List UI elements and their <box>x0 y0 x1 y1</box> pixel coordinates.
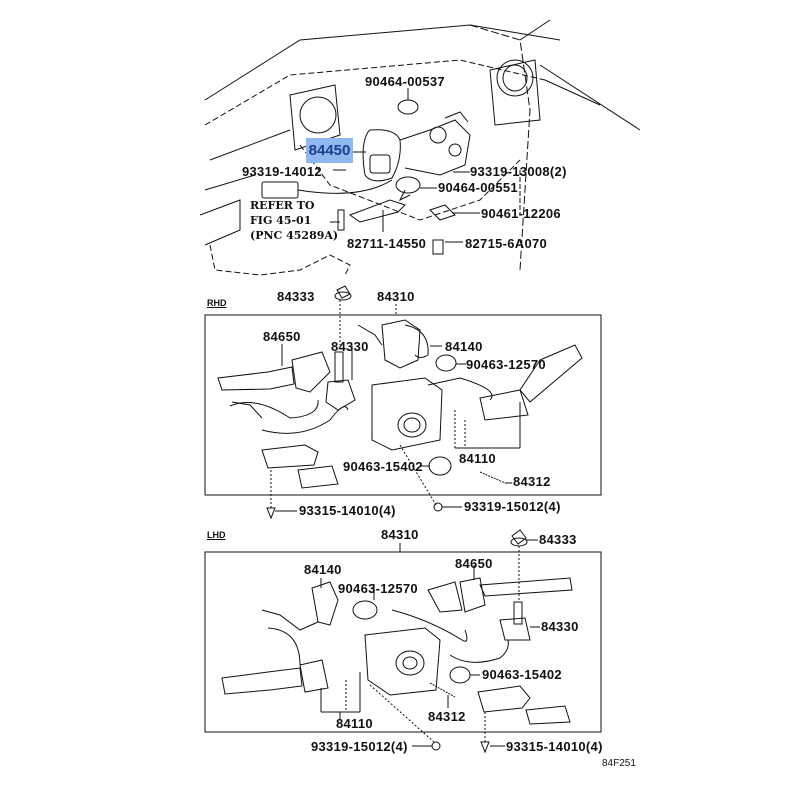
label-82711-14550[interactable]: 82711-14550 <box>347 236 427 251</box>
rhd-label-93315-14010[interactable]: 93315-14010(4) <box>299 503 396 518</box>
rhd-label-84333[interactable]: 84333 <box>277 289 315 304</box>
dashboard-illustration <box>199 19 641 276</box>
reference-note-line-1: REFER TO <box>250 199 315 212</box>
label-90464-00537[interactable]: 90464-00537 <box>365 74 445 89</box>
lhd-illustration <box>221 529 573 754</box>
lhd-label-93319-15012[interactable]: 93319-15012(4) <box>311 739 408 754</box>
rhd-label-90463-15402[interactable]: 90463-15402 <box>343 459 423 474</box>
rhd-section-tag: RHD <box>207 298 227 308</box>
label-90461-12206[interactable]: 90461-12206 <box>481 206 561 221</box>
lhd-label-93315-14010[interactable]: 93315-14010(4) <box>506 739 603 754</box>
lhd-frame <box>204 551 602 733</box>
lhd-label-84333[interactable]: 84333 <box>539 532 577 547</box>
lhd-label-84140[interactable]: 84140 <box>304 562 342 577</box>
key-cylinder-ring <box>395 99 421 202</box>
lhd-label-84110[interactable]: 84110 <box>336 716 373 731</box>
ignition-switch-assembly <box>362 111 471 182</box>
rhd-label-84312[interactable]: 84312 <box>513 474 551 489</box>
lhd-label-84330[interactable]: 84330 <box>541 619 579 634</box>
rhd-frame <box>204 314 602 496</box>
rhd-illustration <box>217 285 583 520</box>
reference-note-line-3: (PNC 45289A) <box>250 229 339 242</box>
label-93319-14012[interactable]: 93319-14012 <box>242 164 322 179</box>
rhd-label-84110[interactable]: 84110 <box>459 451 496 466</box>
lhd-label-90463-15402[interactable]: 90463-15402 <box>482 667 562 682</box>
rhd-label-84650[interactable]: 84650 <box>263 329 301 344</box>
top-leader-lines <box>330 88 521 243</box>
label-93319-13008[interactable]: 93319-13008(2) <box>470 164 567 179</box>
figure-code: 84F251 <box>602 758 636 769</box>
lhd-label-84650[interactable]: 84650 <box>455 556 493 571</box>
rhd-label-84140[interactable]: 84140 <box>445 339 483 354</box>
rhd-label-90463-12570[interactable]: 90463-12570 <box>466 357 546 372</box>
lhd-section-tag: LHD <box>207 530 226 540</box>
connector-top <box>261 179 456 255</box>
label-90464-00551[interactable]: 90464-00551 <box>438 180 518 195</box>
lhd-label-84310[interactable]: 84310 <box>381 527 419 542</box>
reference-note-line-2[interactable]: FIG 45-01 <box>250 214 312 227</box>
label-82715-6a070[interactable]: 82715-6A070 <box>465 236 548 251</box>
lhd-label-90463-12570[interactable]: 90463-12570 <box>338 581 418 596</box>
lhd-label-84312[interactable]: 84312 <box>428 709 466 724</box>
rhd-label-84310[interactable]: 84310 <box>377 289 415 304</box>
rhd-label-93319-15012[interactable]: 93319-15012(4) <box>464 499 561 514</box>
rhd-label-84330[interactable]: 84330 <box>331 339 369 354</box>
highlighted-part-84450[interactable]: 84450 <box>306 138 353 163</box>
